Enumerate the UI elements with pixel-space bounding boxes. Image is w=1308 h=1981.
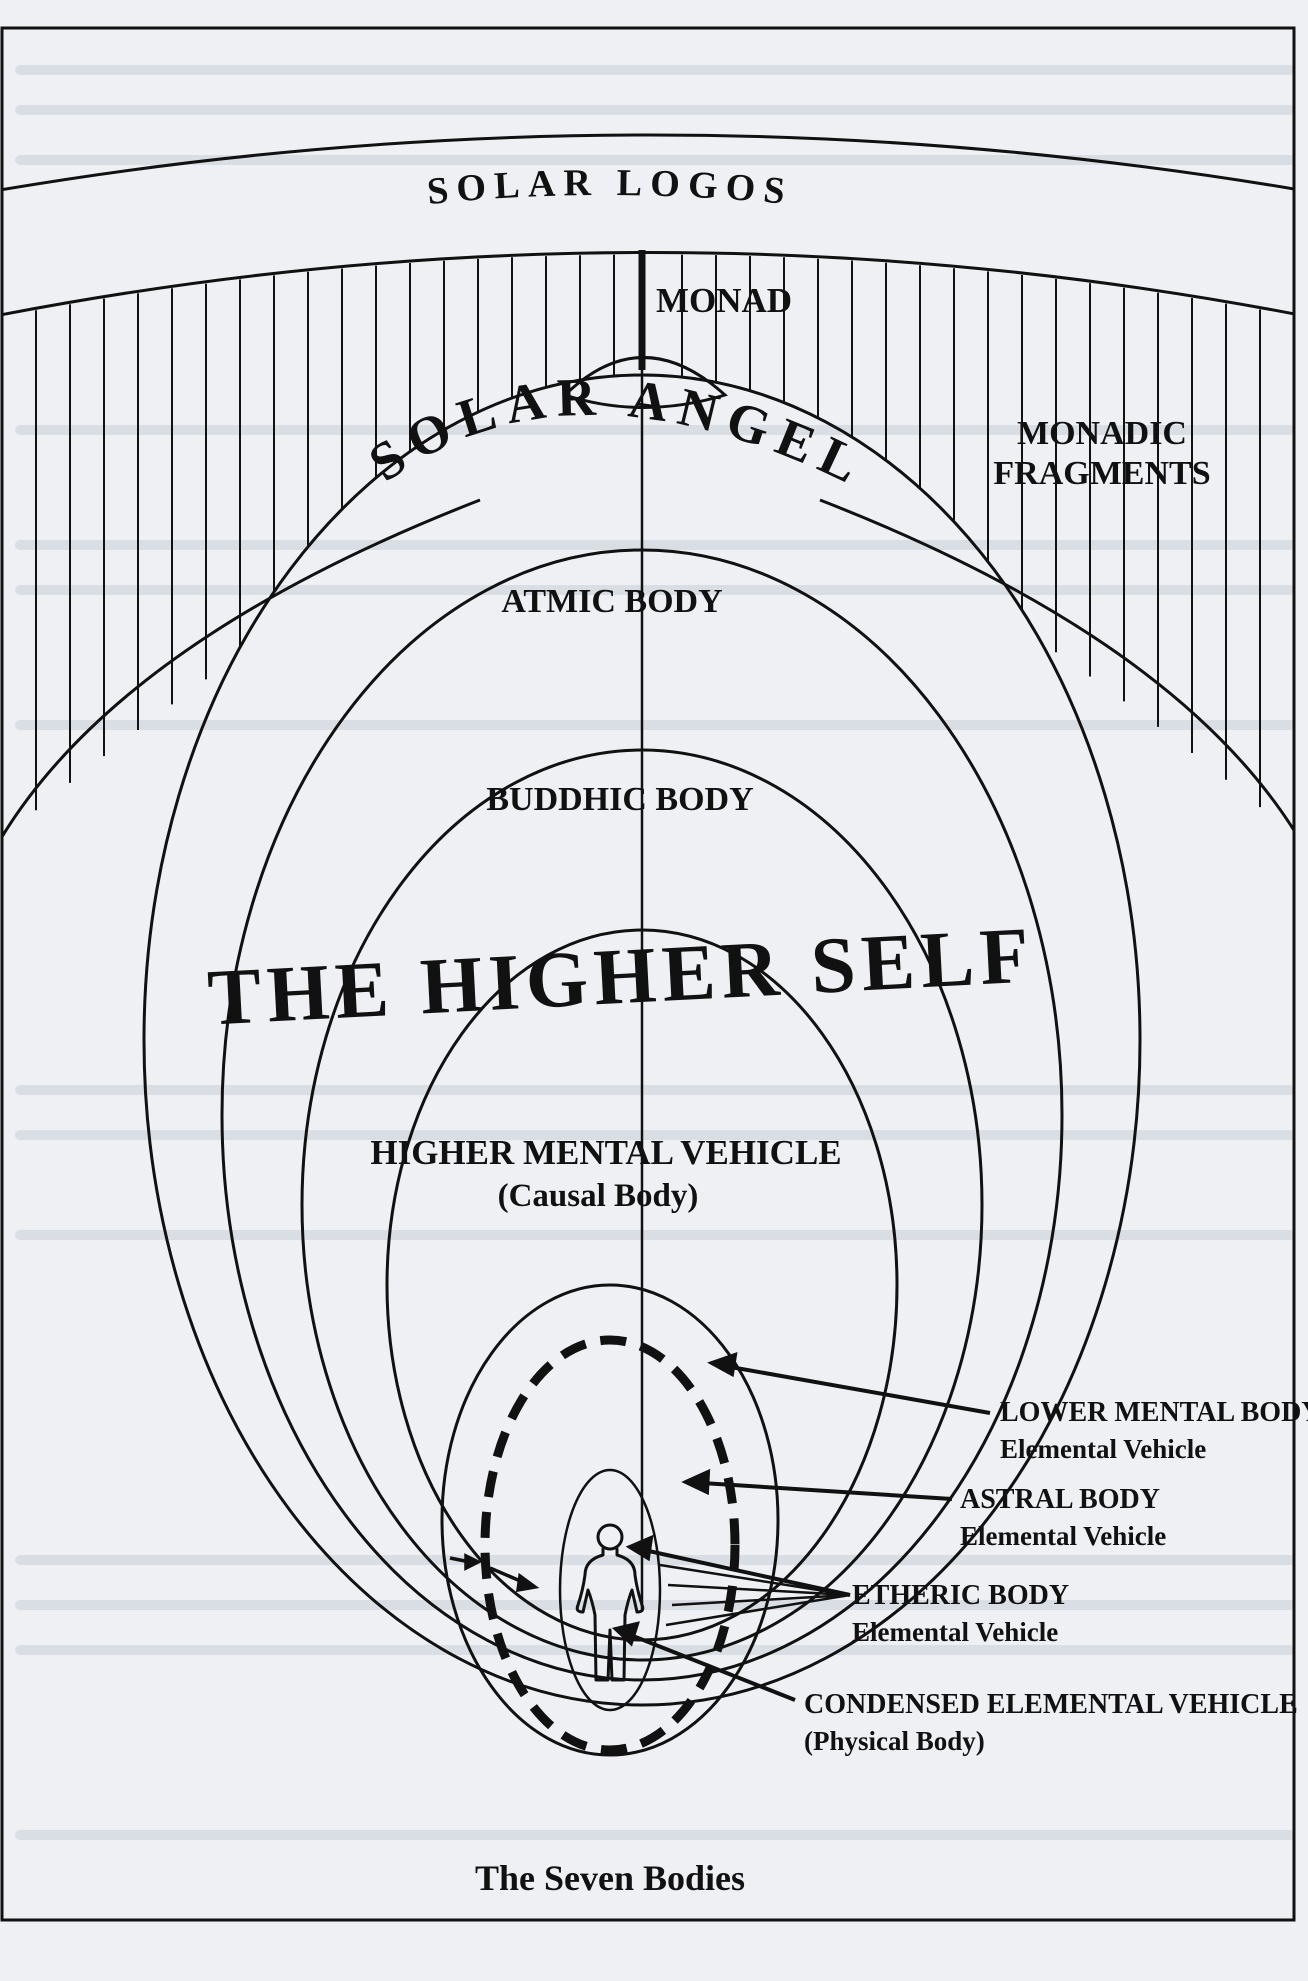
atmic-body-oval bbox=[142, 373, 1142, 1707]
frame-border bbox=[0, 26, 1296, 1922]
etheric-oval bbox=[558, 1468, 662, 1712]
physical-body-label: (Physical Body) bbox=[804, 1726, 985, 1756]
higher-mental-vehicle-label: HIGHER MENTAL VEHICLE bbox=[370, 1133, 841, 1172]
monadic-fragments-label-line1: MONADIC bbox=[1017, 415, 1187, 452]
left-inner-arrows bbox=[449, 1553, 540, 1593]
higher-self-oval bbox=[300, 748, 984, 1662]
bleed-through-lines bbox=[15, 65, 1295, 1840]
monadic-fragment-lines bbox=[35, 254, 1294, 835]
buddhic-body-label: BUDDHIC BODY bbox=[486, 781, 753, 818]
solar-logos-outer-arc bbox=[2, 133, 1294, 192]
monadic-fragments-label-line2: FRAGMENTS bbox=[993, 455, 1210, 492]
lower-mental-oval bbox=[440, 1283, 780, 1757]
monadic-band-lower-arc bbox=[2, 498, 1294, 840]
solar-logos-label: SOLAR LOGOS bbox=[425, 162, 794, 214]
lower-mental-body-label: LOWER MENTAL BODY bbox=[1000, 1397, 1308, 1428]
etheric-body-sub: Elemental Vehicle bbox=[852, 1617, 1058, 1647]
atmic-body-label: ATMIC BODY bbox=[501, 583, 722, 620]
etheric-fan-lines bbox=[659, 1563, 851, 1627]
astral-oval-dashed bbox=[480, 1335, 740, 1755]
solar-angel-lens bbox=[562, 356, 728, 409]
etheric-body-label: ETHERIC BODY bbox=[852, 1580, 1069, 1611]
diagram-title: The Seven Bodies bbox=[475, 1858, 745, 1898]
condensed-vehicle-label: CONDENSED ELEMENTAL VEHICLE bbox=[804, 1689, 1298, 1720]
monad-label: MONAD bbox=[656, 281, 792, 320]
solar-logos-inner-arc bbox=[2, 251, 1294, 317]
astral-body-sub: Elemental Vehicle bbox=[960, 1521, 1166, 1551]
causal-body-label: (Causal Body) bbox=[498, 1178, 699, 1214]
lower-mental-body-sub: Elemental Vehicle bbox=[1000, 1434, 1206, 1464]
pointer-arrows bbox=[611, 1352, 991, 1702]
astral-body-label: ASTRAL BODY bbox=[960, 1484, 1160, 1515]
person-figure-icon bbox=[575, 1523, 645, 1682]
